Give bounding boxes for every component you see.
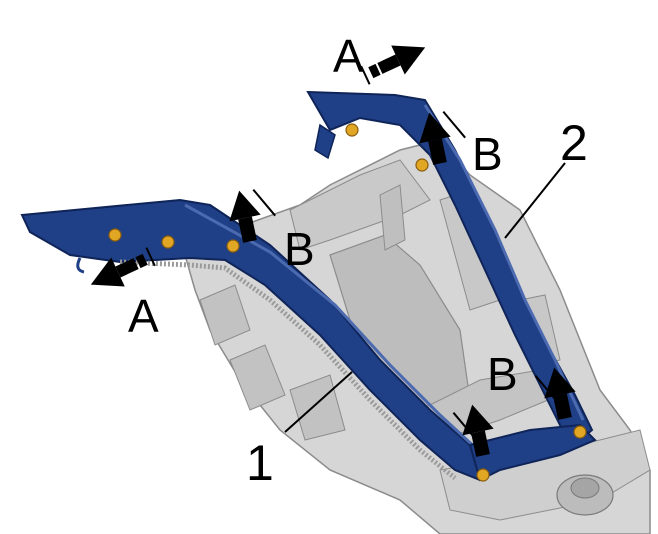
callout-b-left: B <box>284 223 315 275</box>
arrow-right-icon <box>360 45 426 85</box>
callout-b-bottom: B <box>487 348 518 400</box>
leader-line-part-1 <box>284 371 353 433</box>
callout-a-top: A <box>333 30 364 82</box>
clip <box>161 235 175 249</box>
console-frame <box>184 139 651 534</box>
arrow-up-icon <box>534 367 576 420</box>
leader-line-part-2 <box>504 162 566 239</box>
clip <box>345 123 359 137</box>
clip <box>226 239 240 253</box>
retaining-clips <box>108 123 587 482</box>
arrow-up-icon <box>452 404 494 457</box>
clip <box>573 425 587 439</box>
part-number-2: 2 <box>560 115 588 171</box>
clip <box>415 158 429 172</box>
clip <box>108 228 122 242</box>
clip <box>476 468 490 482</box>
callout-a-bottom: A <box>128 290 159 342</box>
arrow-up-icon <box>419 111 466 165</box>
arrow-up-icon <box>229 189 276 243</box>
arrow-left-icon <box>90 247 156 287</box>
callout-b-right-top: B <box>472 128 503 180</box>
part-number-1: 1 <box>246 435 274 491</box>
